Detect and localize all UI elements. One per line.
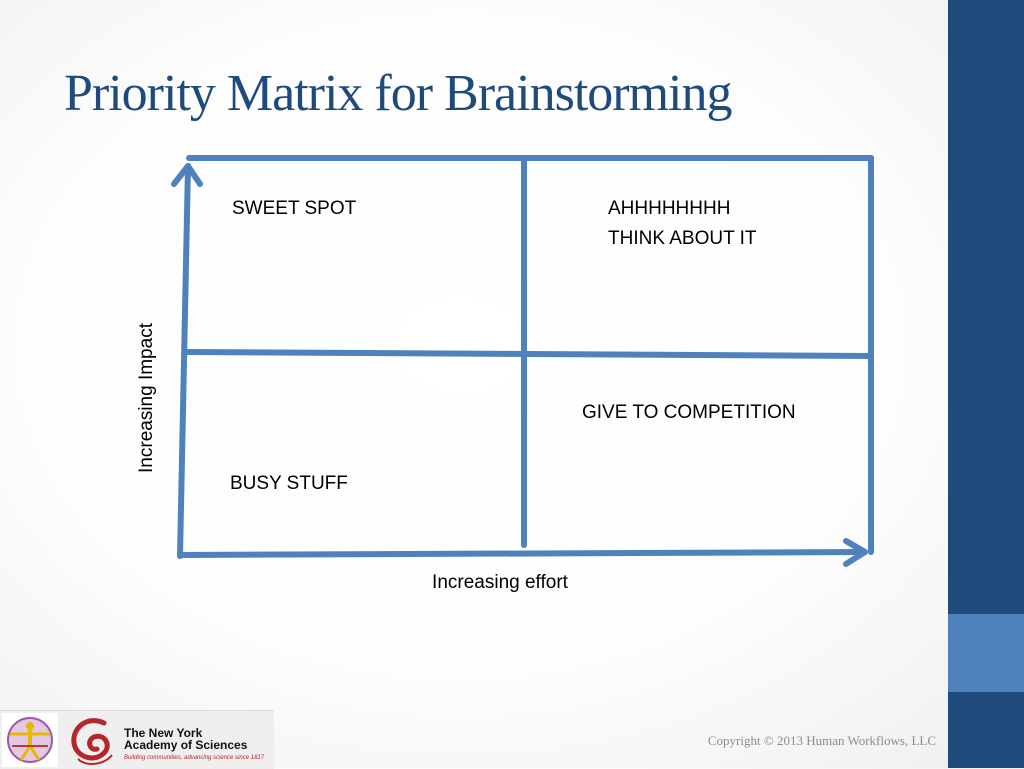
copyright-notice: Copyright © 2013 Human Workflows, LLC bbox=[707, 733, 936, 748]
academy-logo-text: The New York Academy of Sciences bbox=[124, 727, 247, 751]
academy-swirl-logo-icon bbox=[71, 718, 113, 765]
x-axis-arrow-icon bbox=[843, 538, 868, 567]
academy-name-line2: Academy of Sciences bbox=[124, 738, 248, 752]
quadrant-give-to-competition-label: GIVE TO COMPETITION bbox=[582, 402, 796, 423]
x-axis-label: Increasing effort bbox=[432, 572, 568, 593]
academy-name-line1: The New York bbox=[124, 726, 203, 740]
quadrant-sweet-spot-label: SWEET SPOT bbox=[232, 198, 357, 219]
y-axis-line bbox=[177, 163, 191, 559]
quadrant-top-right-label-line1: AHHHHHHHH bbox=[608, 198, 731, 219]
y-axis-arrow-icon bbox=[171, 163, 203, 187]
matrix-horizontal-divider bbox=[183, 349, 874, 359]
side-accent-highlight bbox=[948, 614, 1024, 692]
slide-title: Priority Matrix for Brainstorming bbox=[64, 65, 732, 122]
logo-strip: The New York Academy of Sciences Buildin… bbox=[0, 710, 274, 769]
x-axis-line bbox=[177, 549, 868, 558]
academy-tagline: Building communities, advancing science … bbox=[124, 755, 265, 761]
vitruvian-figure-icon bbox=[2, 713, 58, 767]
y-axis-label: Increasing Impact bbox=[136, 323, 157, 473]
quadrant-top-right-label-line2: THINK ABOUT IT bbox=[608, 228, 757, 249]
quadrant-busy-stuff-label: BUSY STUFF bbox=[230, 473, 348, 494]
